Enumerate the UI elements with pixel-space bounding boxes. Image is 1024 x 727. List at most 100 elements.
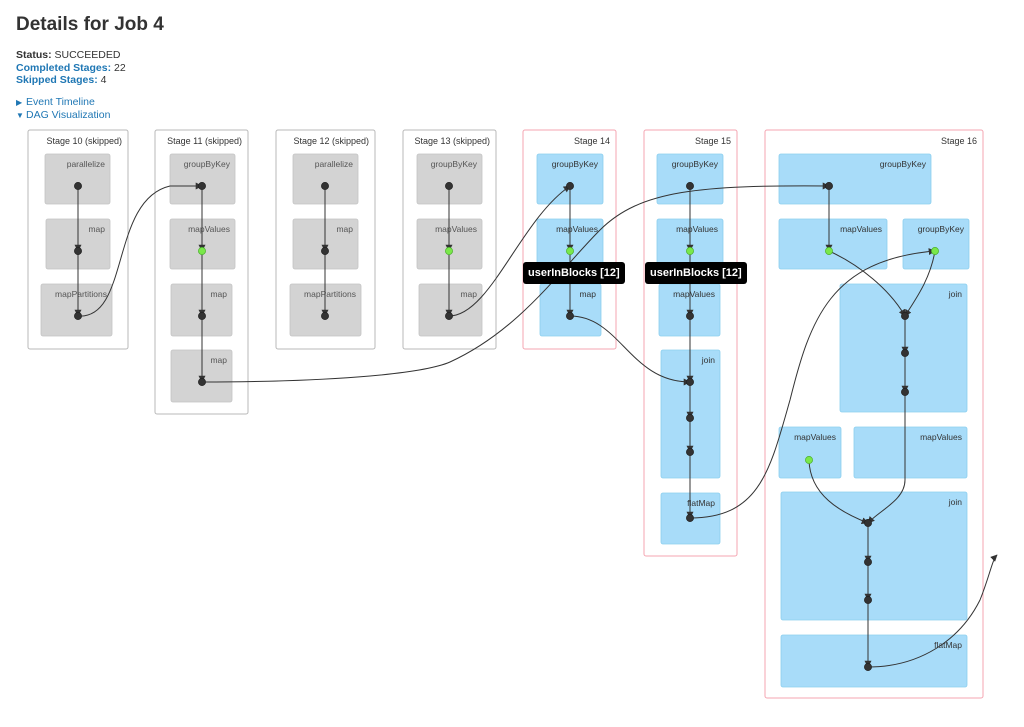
dag-edge <box>828 250 906 317</box>
rdd-dot <box>864 558 872 566</box>
rdd-node-map-values[interactable]: mapValues <box>778 426 842 479</box>
rdd-node-flat-map[interactable]: flatMap <box>780 634 968 688</box>
rdd-dot <box>74 247 82 255</box>
dag-edge <box>808 459 869 524</box>
rdd-dot <box>74 312 82 320</box>
rdd-box <box>902 218 970 270</box>
rdd-dot <box>445 182 453 190</box>
rdd-label: groupByKey <box>184 159 231 169</box>
dag-edge <box>201 182 830 383</box>
rdd-dot <box>686 378 694 386</box>
rdd-node-group-by-key[interactable]: groupByKey <box>536 153 604 205</box>
rdd-label: mapValues <box>676 224 718 234</box>
completed-stages-link[interactable]: Completed Stages: <box>16 61 112 74</box>
skipped-stages-link[interactable]: Skipped Stages: <box>16 74 98 86</box>
rdd-label: mapPartitions <box>304 289 356 299</box>
completed-stages-row[interactable]: Completed Stages: 22 <box>16 62 126 75</box>
rdd-label: map <box>88 224 105 234</box>
rdd-label: groupByKey <box>552 159 599 169</box>
status-value: SUCCEEDED <box>54 49 121 61</box>
rdd-node-join[interactable]: join <box>780 491 968 621</box>
cached-rdd-dot <box>805 456 813 464</box>
stage-title: Stage 16 <box>941 136 977 146</box>
rdd-tooltip: userInBlocks [12] <box>523 262 625 284</box>
stage-title: Stage 13 (skipped) <box>414 136 490 146</box>
status-row: Status: SUCCEEDED <box>16 49 126 62</box>
rdd-box <box>778 218 888 270</box>
rdd-node-map[interactable]: map <box>418 283 483 337</box>
rdd-dot <box>198 312 206 320</box>
rdd-box <box>780 491 968 621</box>
rdd-dot <box>864 663 872 671</box>
rdd-dot <box>864 519 872 527</box>
rdd-dot <box>825 182 833 190</box>
rdd-label: mapValues <box>673 289 715 299</box>
stage-title: Stage 12 (skipped) <box>293 136 369 146</box>
rdd-label: mapValues <box>920 432 962 442</box>
skipped-stages-count: 4 <box>100 74 107 86</box>
rdd-label: join <box>948 289 963 299</box>
event-timeline-label: Event Timeline <box>26 96 95 108</box>
rdd-dot <box>321 182 329 190</box>
rdd-dot <box>901 312 909 320</box>
rdd-node-group-by-key[interactable]: groupByKey <box>778 153 932 205</box>
rdd-dot <box>686 414 694 422</box>
dag-edge <box>867 554 998 668</box>
rdd-dot <box>686 312 694 320</box>
rdd-label: map <box>336 224 353 234</box>
rdd-label: groupByKey <box>918 224 965 234</box>
rdd-label: map <box>579 289 596 299</box>
cached-rdd-dot <box>445 247 453 255</box>
job-summary: Status: SUCCEEDED Completed Stages: 22 S… <box>16 49 126 87</box>
arrow-down-icon: ▼ <box>16 111 24 120</box>
event-timeline-toggle[interactable]: ▶Event Timeline <box>16 96 95 109</box>
cached-rdd-dot <box>566 247 574 255</box>
dag-edge <box>448 185 571 317</box>
stage-title: Stage 15 <box>695 136 731 146</box>
rdd-dot <box>445 312 453 320</box>
rdd-label: mapValues <box>556 224 598 234</box>
dag-edge <box>904 250 936 317</box>
rdd-label: mapValues <box>840 224 882 234</box>
rdd-label: map <box>210 289 227 299</box>
rdd-dot <box>321 312 329 320</box>
rdd-node-map-values[interactable]: mapValues <box>853 426 968 479</box>
dag-visualization-toggle[interactable]: ▼DAG Visualization <box>16 109 110 122</box>
rdd-node-map-partitions[interactable]: mapPartitions <box>40 283 113 337</box>
rdd-tooltip: userInBlocks [12] <box>645 262 747 284</box>
rdd-node-map-values[interactable]: mapValues <box>778 218 888 270</box>
stage-title: Stage 14 <box>574 136 610 146</box>
rdd-label: flatMap <box>687 498 715 508</box>
rdd-node-group-by-key[interactable]: groupByKey <box>902 218 970 270</box>
rdd-label: groupByKey <box>672 159 719 169</box>
rdd-dot <box>198 182 206 190</box>
rdd-label: join <box>701 355 716 365</box>
dag-edge <box>867 392 906 524</box>
dag-edge <box>77 182 203 317</box>
arrow-right-icon: ▶ <box>16 98 23 107</box>
rdd-label: groupByKey <box>880 159 927 169</box>
cached-rdd-dot <box>931 247 939 255</box>
rdd-label: mapValues <box>794 432 836 442</box>
skipped-stages-row[interactable]: Skipped Stages: 4 <box>16 74 126 87</box>
rdd-dot <box>901 388 909 396</box>
rdd-box <box>778 426 842 479</box>
rdd-label: map <box>460 289 477 299</box>
rdd-box <box>778 153 932 205</box>
stage-cluster-7[interactable]: Stage 16 groupByKey mapValues groupByKey joi… <box>764 129 984 699</box>
rdd-label: map <box>210 355 227 365</box>
rdd-label: parallelize <box>315 159 354 169</box>
rdd-label: mapValues <box>188 224 230 234</box>
cached-rdd-dot <box>198 247 206 255</box>
rdd-dot <box>686 514 694 522</box>
rdd-dot <box>321 247 329 255</box>
rdd-dot <box>686 448 694 456</box>
page-title: Details for Job 4 <box>16 14 164 35</box>
rdd-dot <box>901 349 909 357</box>
stage-title: Stage 10 (skipped) <box>46 136 122 146</box>
cached-rdd-dot <box>825 247 833 255</box>
rdd-label: parallelize <box>67 159 106 169</box>
stage-title: Stage 11 (skipped) <box>167 136 242 146</box>
rdd-label: groupByKey <box>431 159 478 169</box>
